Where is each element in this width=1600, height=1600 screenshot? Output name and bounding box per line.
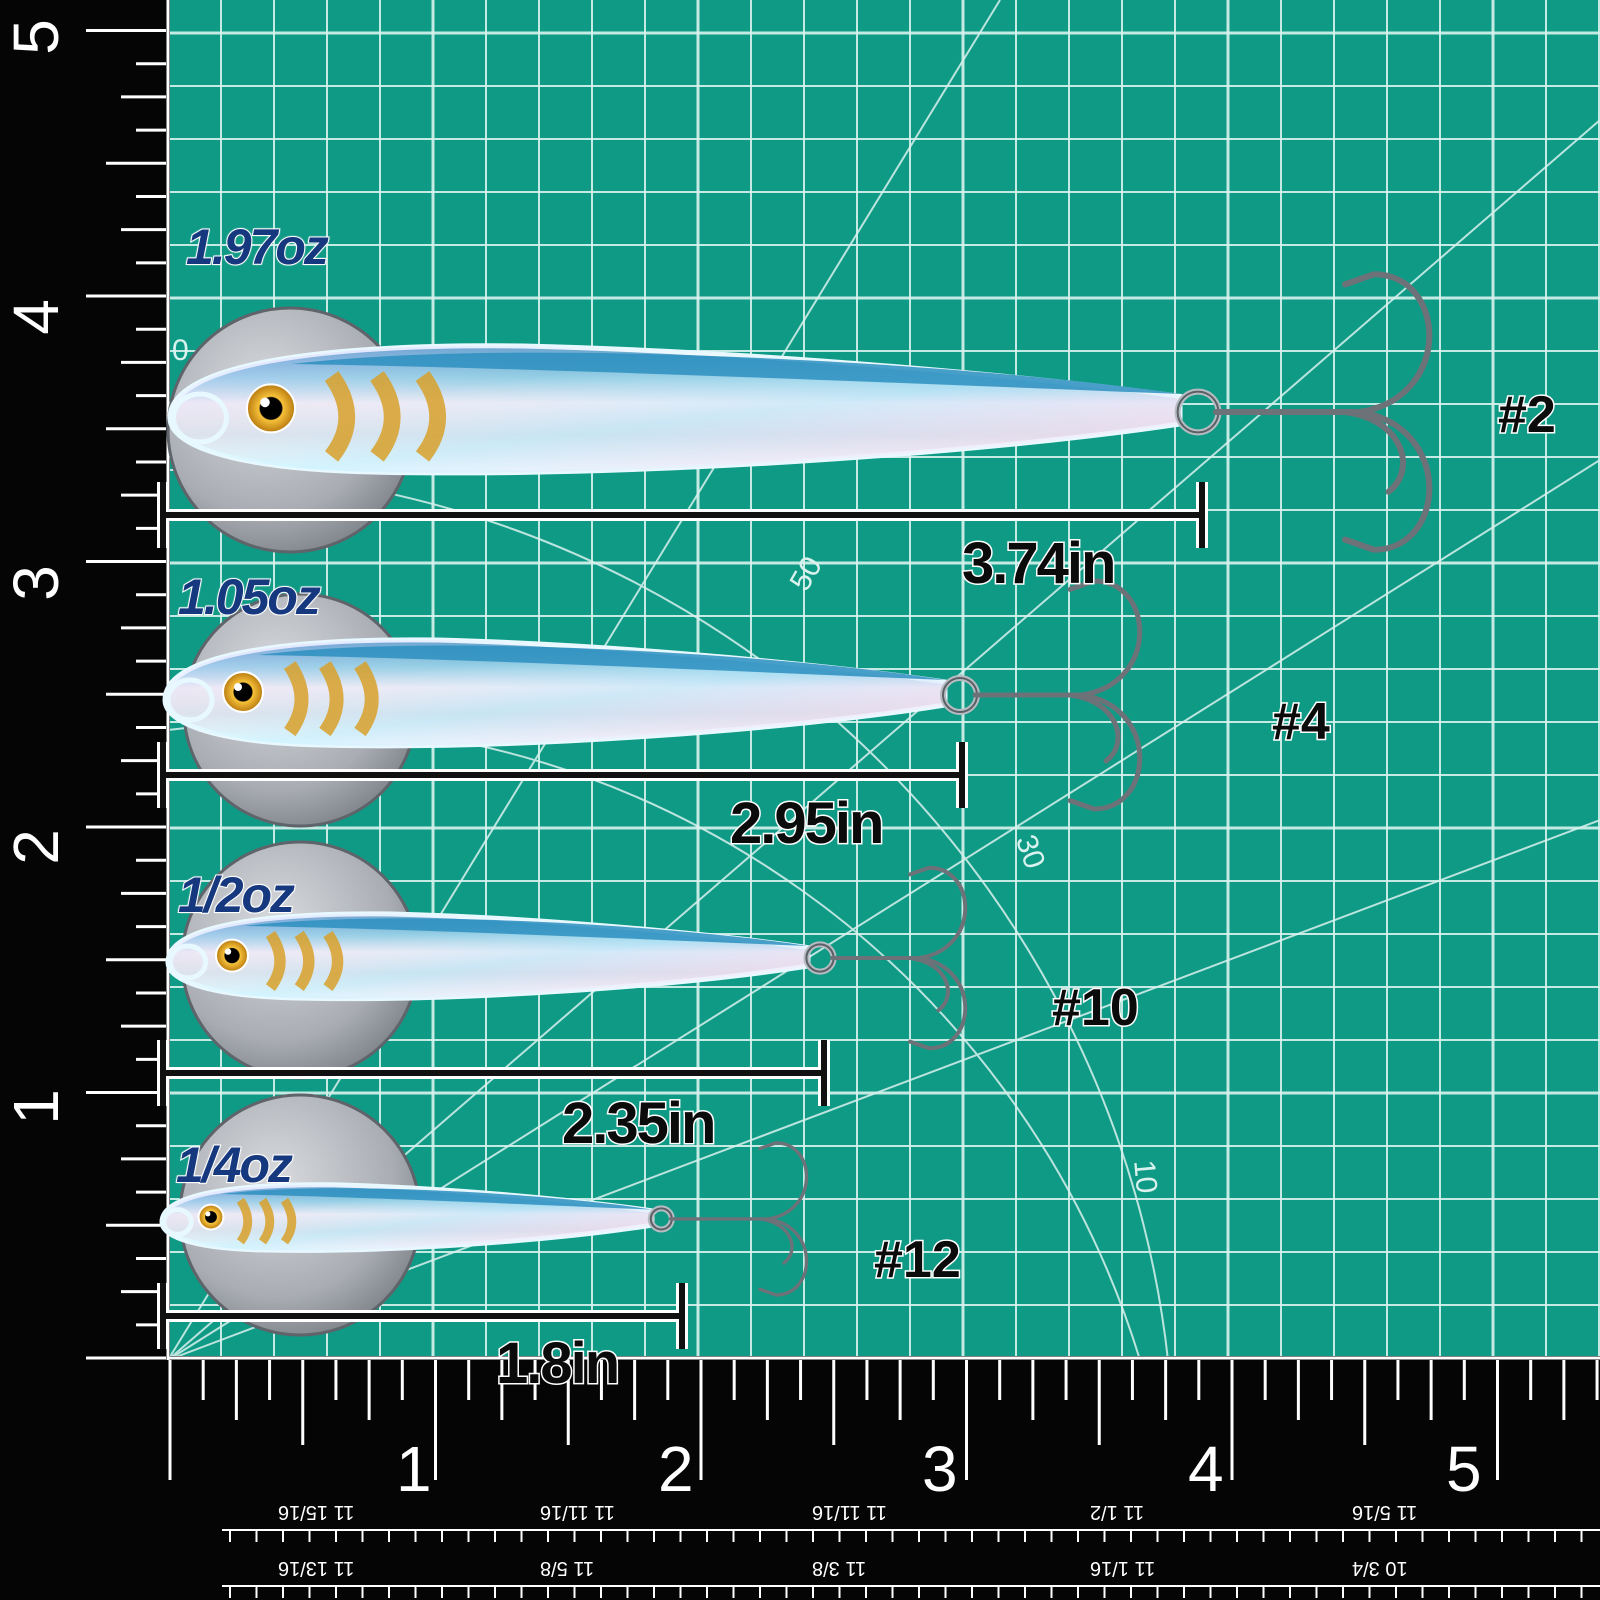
lure-4-hook-size: #12 bbox=[873, 1230, 963, 1291]
left-ruler bbox=[0, 0, 170, 1360]
left-inch-4: 4 bbox=[0, 299, 72, 335]
lure-4-weight: 1/4oz bbox=[175, 1136, 294, 1194]
fraction-top-1: 11 15/16 bbox=[278, 1501, 355, 1523]
lure-2-hook-size: #4 bbox=[1271, 692, 1332, 753]
bottom-inch-2: 2 bbox=[658, 1433, 694, 1505]
fraction-top-4: 11 1/2 bbox=[1090, 1501, 1145, 1523]
measure-bracket-2 bbox=[157, 742, 968, 808]
lure-3-weight: 1/2oz bbox=[177, 866, 296, 924]
left-inch-5: 5 bbox=[0, 19, 72, 55]
lure-1 bbox=[167, 271, 1433, 553]
fraction-bottom-5: 10 3/4 bbox=[1352, 1557, 1408, 1579]
fraction-bottom-4: 11 1/16 bbox=[1090, 1557, 1156, 1579]
bottom-inch-1: 1 bbox=[396, 1433, 432, 1505]
fraction-top-5: 11 5/16 bbox=[1352, 1501, 1418, 1523]
lure-2-weight: 1.05oz bbox=[177, 568, 322, 626]
bottom-ruler-ticks bbox=[168, 1360, 1599, 1598]
fraction-bottom-2: 11 5/8 bbox=[540, 1557, 595, 1579]
lure-2-length: 2.95in bbox=[728, 790, 885, 858]
left-ruler-ticks bbox=[86, 29, 166, 1360]
angle-label-10: 10 bbox=[1127, 1159, 1163, 1195]
angle-label-0: 0 bbox=[172, 334, 189, 367]
lure-3-length: 2.35in bbox=[560, 1090, 717, 1158]
lure-4-length: 1.8in bbox=[494, 1330, 621, 1398]
fraction-bottom-1: 11 13/16 bbox=[278, 1557, 355, 1579]
measure-bracket-3 bbox=[157, 1040, 830, 1106]
left-inch-2: 2 bbox=[0, 829, 72, 865]
measure-bracket-1 bbox=[157, 482, 1208, 548]
left-inch-3: 3 bbox=[0, 565, 72, 601]
lure-4 bbox=[159, 1141, 809, 1297]
lure-1-hook-size: #2 bbox=[1497, 385, 1558, 446]
fraction-top-3: 11 11/16 bbox=[812, 1501, 887, 1523]
bottom-inch-5: 5 bbox=[1446, 1433, 1482, 1505]
bottom-inch-3: 3 bbox=[922, 1433, 958, 1505]
lure-1-length: 3.74in bbox=[960, 530, 1117, 598]
left-inch-1: 1 bbox=[0, 1089, 72, 1125]
lure-3 bbox=[165, 865, 968, 1051]
measure-bracket-4 bbox=[157, 1283, 688, 1349]
fraction-top-2: 11 11/16 bbox=[540, 1501, 615, 1523]
lure-2 bbox=[162, 578, 1143, 812]
measure-brackets bbox=[157, 482, 1208, 1349]
bottom-inch-4: 4 bbox=[1188, 1433, 1224, 1505]
lure-1-weight: 1.97oz bbox=[185, 218, 330, 276]
fraction-bottom-3: 11 3/8 bbox=[812, 1557, 867, 1579]
lure-3-hook-size: #10 bbox=[1051, 978, 1141, 1039]
lures bbox=[159, 271, 1433, 1297]
